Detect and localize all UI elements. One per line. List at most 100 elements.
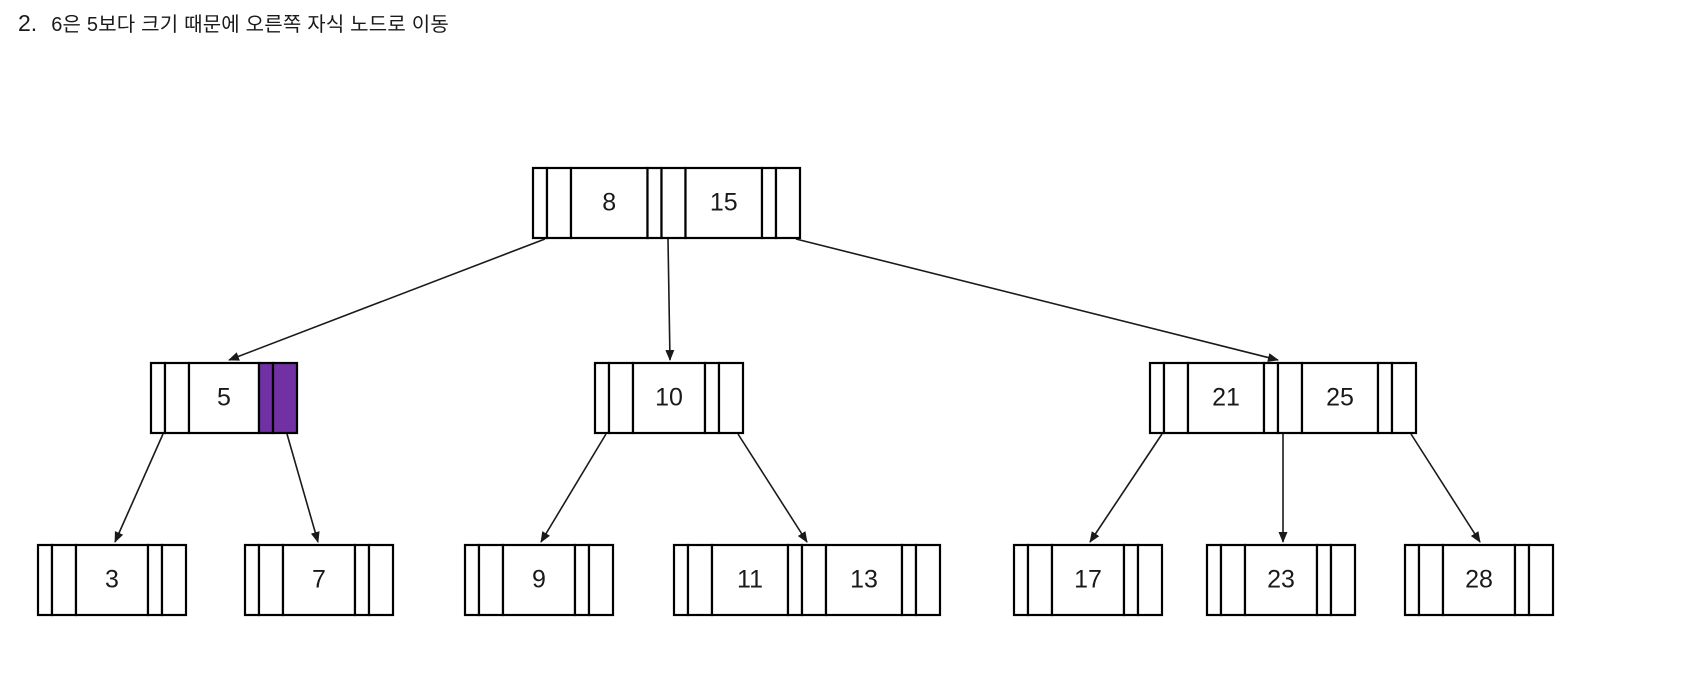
tree-edge-root-to-internal-right <box>795 238 1279 362</box>
node-pointer-cell-leaf-11-13-0[interactable] <box>672 543 690 617</box>
tree-node-leaf-23[interactable]: 23 <box>1205 543 1357 617</box>
tree-edge-internal-left-to-leaf-7 <box>286 433 320 543</box>
tree-node-internal-left[interactable]: 5 <box>149 361 299 435</box>
node-pointer-cell-root-0[interactable] <box>531 166 549 240</box>
node-pointer-cell-leaf-23-3[interactable] <box>1315 543 1333 617</box>
node-pointer-cell-leaf-7-4[interactable] <box>367 543 395 617</box>
node-key-label-leaf-7-0: 7 <box>312 566 326 594</box>
node-pointer-cell-leaf-11-13-7[interactable] <box>914 543 942 617</box>
node-pointer-cell-leaf-3-1[interactable] <box>50 543 78 617</box>
node-key-label-root-0: 8 <box>602 189 616 217</box>
node-pointer-cell-root-1[interactable] <box>545 166 573 240</box>
node-pointer-cell-leaf-17-0[interactable] <box>1012 543 1030 617</box>
node-key-cell-internal-right-1[interactable] <box>1300 361 1380 435</box>
node-key-cell-leaf-9-0[interactable] <box>501 543 577 617</box>
node-pointer-cell-leaf-3-0[interactable] <box>36 543 54 617</box>
node-pointer-cell-internal-left-3[interactable] <box>257 361 275 435</box>
node-pointer-cell-leaf-23-1[interactable] <box>1219 543 1247 617</box>
node-pointer-cell-leaf-9-0[interactable] <box>463 543 481 617</box>
node-pointer-cell-leaf-9-4[interactable] <box>587 543 615 617</box>
tree-edge-internal-mid-to-leaf-9 <box>540 433 607 543</box>
node-pointer-cell-root-4[interactable] <box>660 166 687 240</box>
node-pointer-cell-root-3[interactable] <box>646 166 663 240</box>
node-key-cell-internal-mid-0[interactable] <box>631 361 707 435</box>
node-pointer-cell-leaf-11-13-6[interactable] <box>900 543 918 617</box>
node-pointer-cell-leaf-28-4[interactable] <box>1527 543 1555 617</box>
node-pointer-cell-leaf-11-13-1[interactable] <box>686 543 714 617</box>
node-pointer-cell-internal-left-0[interactable] <box>149 361 167 435</box>
node-pointer-cell-internal-left-1[interactable] <box>163 361 191 435</box>
tree-edge-internal-left-to-leaf-3 <box>114 433 164 543</box>
node-pointer-cell-leaf-23-4[interactable] <box>1329 543 1357 617</box>
node-pointer-cell-root-7[interactable] <box>774 166 802 240</box>
node-key-cell-internal-right-0[interactable] <box>1186 361 1266 435</box>
node-pointer-cell-leaf-9-1[interactable] <box>477 543 505 617</box>
node-pointer-cell-internal-left-4[interactable] <box>271 361 299 435</box>
node-pointer-cell-leaf-7-1[interactable] <box>257 543 285 617</box>
node-key-label-root-1: 15 <box>710 189 738 217</box>
node-pointer-cell-leaf-23-0[interactable] <box>1205 543 1223 617</box>
node-pointer-cell-internal-mid-1[interactable] <box>607 361 635 435</box>
tree-edge-root-to-internal-left <box>228 238 546 361</box>
node-pointer-cell-leaf-17-3[interactable] <box>1122 543 1140 617</box>
node-pointer-cell-leaf-3-4[interactable] <box>160 543 188 617</box>
node-key-label-leaf-3-0: 3 <box>105 566 119 594</box>
tree-node-root[interactable]: 8 15 <box>531 166 802 240</box>
tree-node-internal-right[interactable]: 21 25 <box>1148 361 1418 435</box>
node-key-cell-leaf-7-0[interactable] <box>281 543 357 617</box>
node-pointer-cell-internal-mid-4[interactable] <box>717 361 745 435</box>
node-key-label-leaf-11-13-0: 11 <box>737 566 763 594</box>
node-key-cell-leaf-28-0[interactable] <box>1441 543 1517 617</box>
node-pointer-cell-internal-mid-0[interactable] <box>593 361 611 435</box>
tree-node-leaf-7[interactable]: 7 <box>243 543 395 617</box>
node-layer: 8 15 5 10 21 25 3 7 9 11 13 17 23 28 <box>36 166 1555 617</box>
node-pointer-cell-internal-right-0[interactable] <box>1148 361 1166 435</box>
node-key-cell-root-1[interactable] <box>684 166 764 240</box>
step-number: 2. <box>18 10 38 36</box>
tree-edge-root-to-internal-mid <box>665 238 675 361</box>
node-key-label-leaf-17-0: 17 <box>1074 566 1102 594</box>
node-key-label-leaf-28-0: 28 <box>1465 566 1493 594</box>
node-pointer-cell-internal-right-1[interactable] <box>1162 361 1190 435</box>
node-pointer-cell-internal-right-3[interactable] <box>1262 361 1280 435</box>
node-pointer-cell-leaf-28-3[interactable] <box>1513 543 1531 617</box>
edge-layer <box>114 238 1481 543</box>
node-key-label-internal-right-0: 21 <box>1212 384 1240 412</box>
node-key-cell-leaf-11-13-0[interactable] <box>710 543 790 617</box>
node-key-label-leaf-23-0: 23 <box>1267 566 1295 594</box>
tree-node-leaf-3[interactable]: 3 <box>36 543 188 617</box>
node-key-cell-leaf-17-0[interactable] <box>1050 543 1126 617</box>
node-pointer-cell-internal-right-7[interactable] <box>1390 361 1418 435</box>
node-pointer-cell-leaf-28-1[interactable] <box>1417 543 1445 617</box>
node-pointer-cell-internal-mid-3[interactable] <box>703 361 721 435</box>
node-pointer-cell-root-6[interactable] <box>760 166 778 240</box>
node-pointer-cell-leaf-17-4[interactable] <box>1136 543 1164 617</box>
node-key-cell-root-0[interactable] <box>569 166 649 240</box>
node-key-cell-internal-left-0[interactable] <box>187 361 261 435</box>
tree-edge-internal-right-to-leaf-17 <box>1089 433 1163 543</box>
node-pointer-cell-leaf-3-3[interactable] <box>146 543 164 617</box>
node-pointer-cell-leaf-11-13-3[interactable] <box>786 543 804 617</box>
tree-node-internal-mid[interactable]: 10 <box>593 361 745 435</box>
tree-edge-internal-mid-to-leaf-11-13 <box>737 433 808 543</box>
node-pointer-cell-internal-right-6[interactable] <box>1376 361 1394 435</box>
tree-node-leaf-9[interactable]: 9 <box>463 543 615 617</box>
node-pointer-cell-leaf-28-0[interactable] <box>1403 543 1421 617</box>
node-pointer-cell-leaf-7-0[interactable] <box>243 543 261 617</box>
tree-node-leaf-17[interactable]: 17 <box>1012 543 1164 617</box>
tree-node-leaf-28[interactable]: 28 <box>1403 543 1555 617</box>
node-key-label-internal-right-1: 25 <box>1326 384 1354 412</box>
tree-node-leaf-11-13[interactable]: 11 13 <box>672 543 942 617</box>
node-pointer-cell-internal-right-4[interactable] <box>1276 361 1304 435</box>
step-text: 6은 5보다 크기 때문에 오른쪽 자식 노드로 이동 <box>51 14 449 36</box>
step-caption: 2. 6은 5보다 크기 때문에 오른쪽 자식 노드로 이동 <box>18 10 449 36</box>
node-pointer-cell-leaf-7-3[interactable] <box>353 543 371 617</box>
node-pointer-cell-leaf-11-13-4[interactable] <box>800 543 828 617</box>
tree-edge-internal-right-to-leaf-28 <box>1410 433 1481 543</box>
node-key-label-internal-mid-0: 10 <box>655 384 683 412</box>
node-pointer-cell-leaf-17-1[interactable] <box>1026 543 1054 617</box>
node-key-label-leaf-11-13-1: 13 <box>850 566 878 594</box>
node-pointer-cell-leaf-9-3[interactable] <box>573 543 591 617</box>
node-key-label-leaf-9-0: 9 <box>532 566 546 594</box>
